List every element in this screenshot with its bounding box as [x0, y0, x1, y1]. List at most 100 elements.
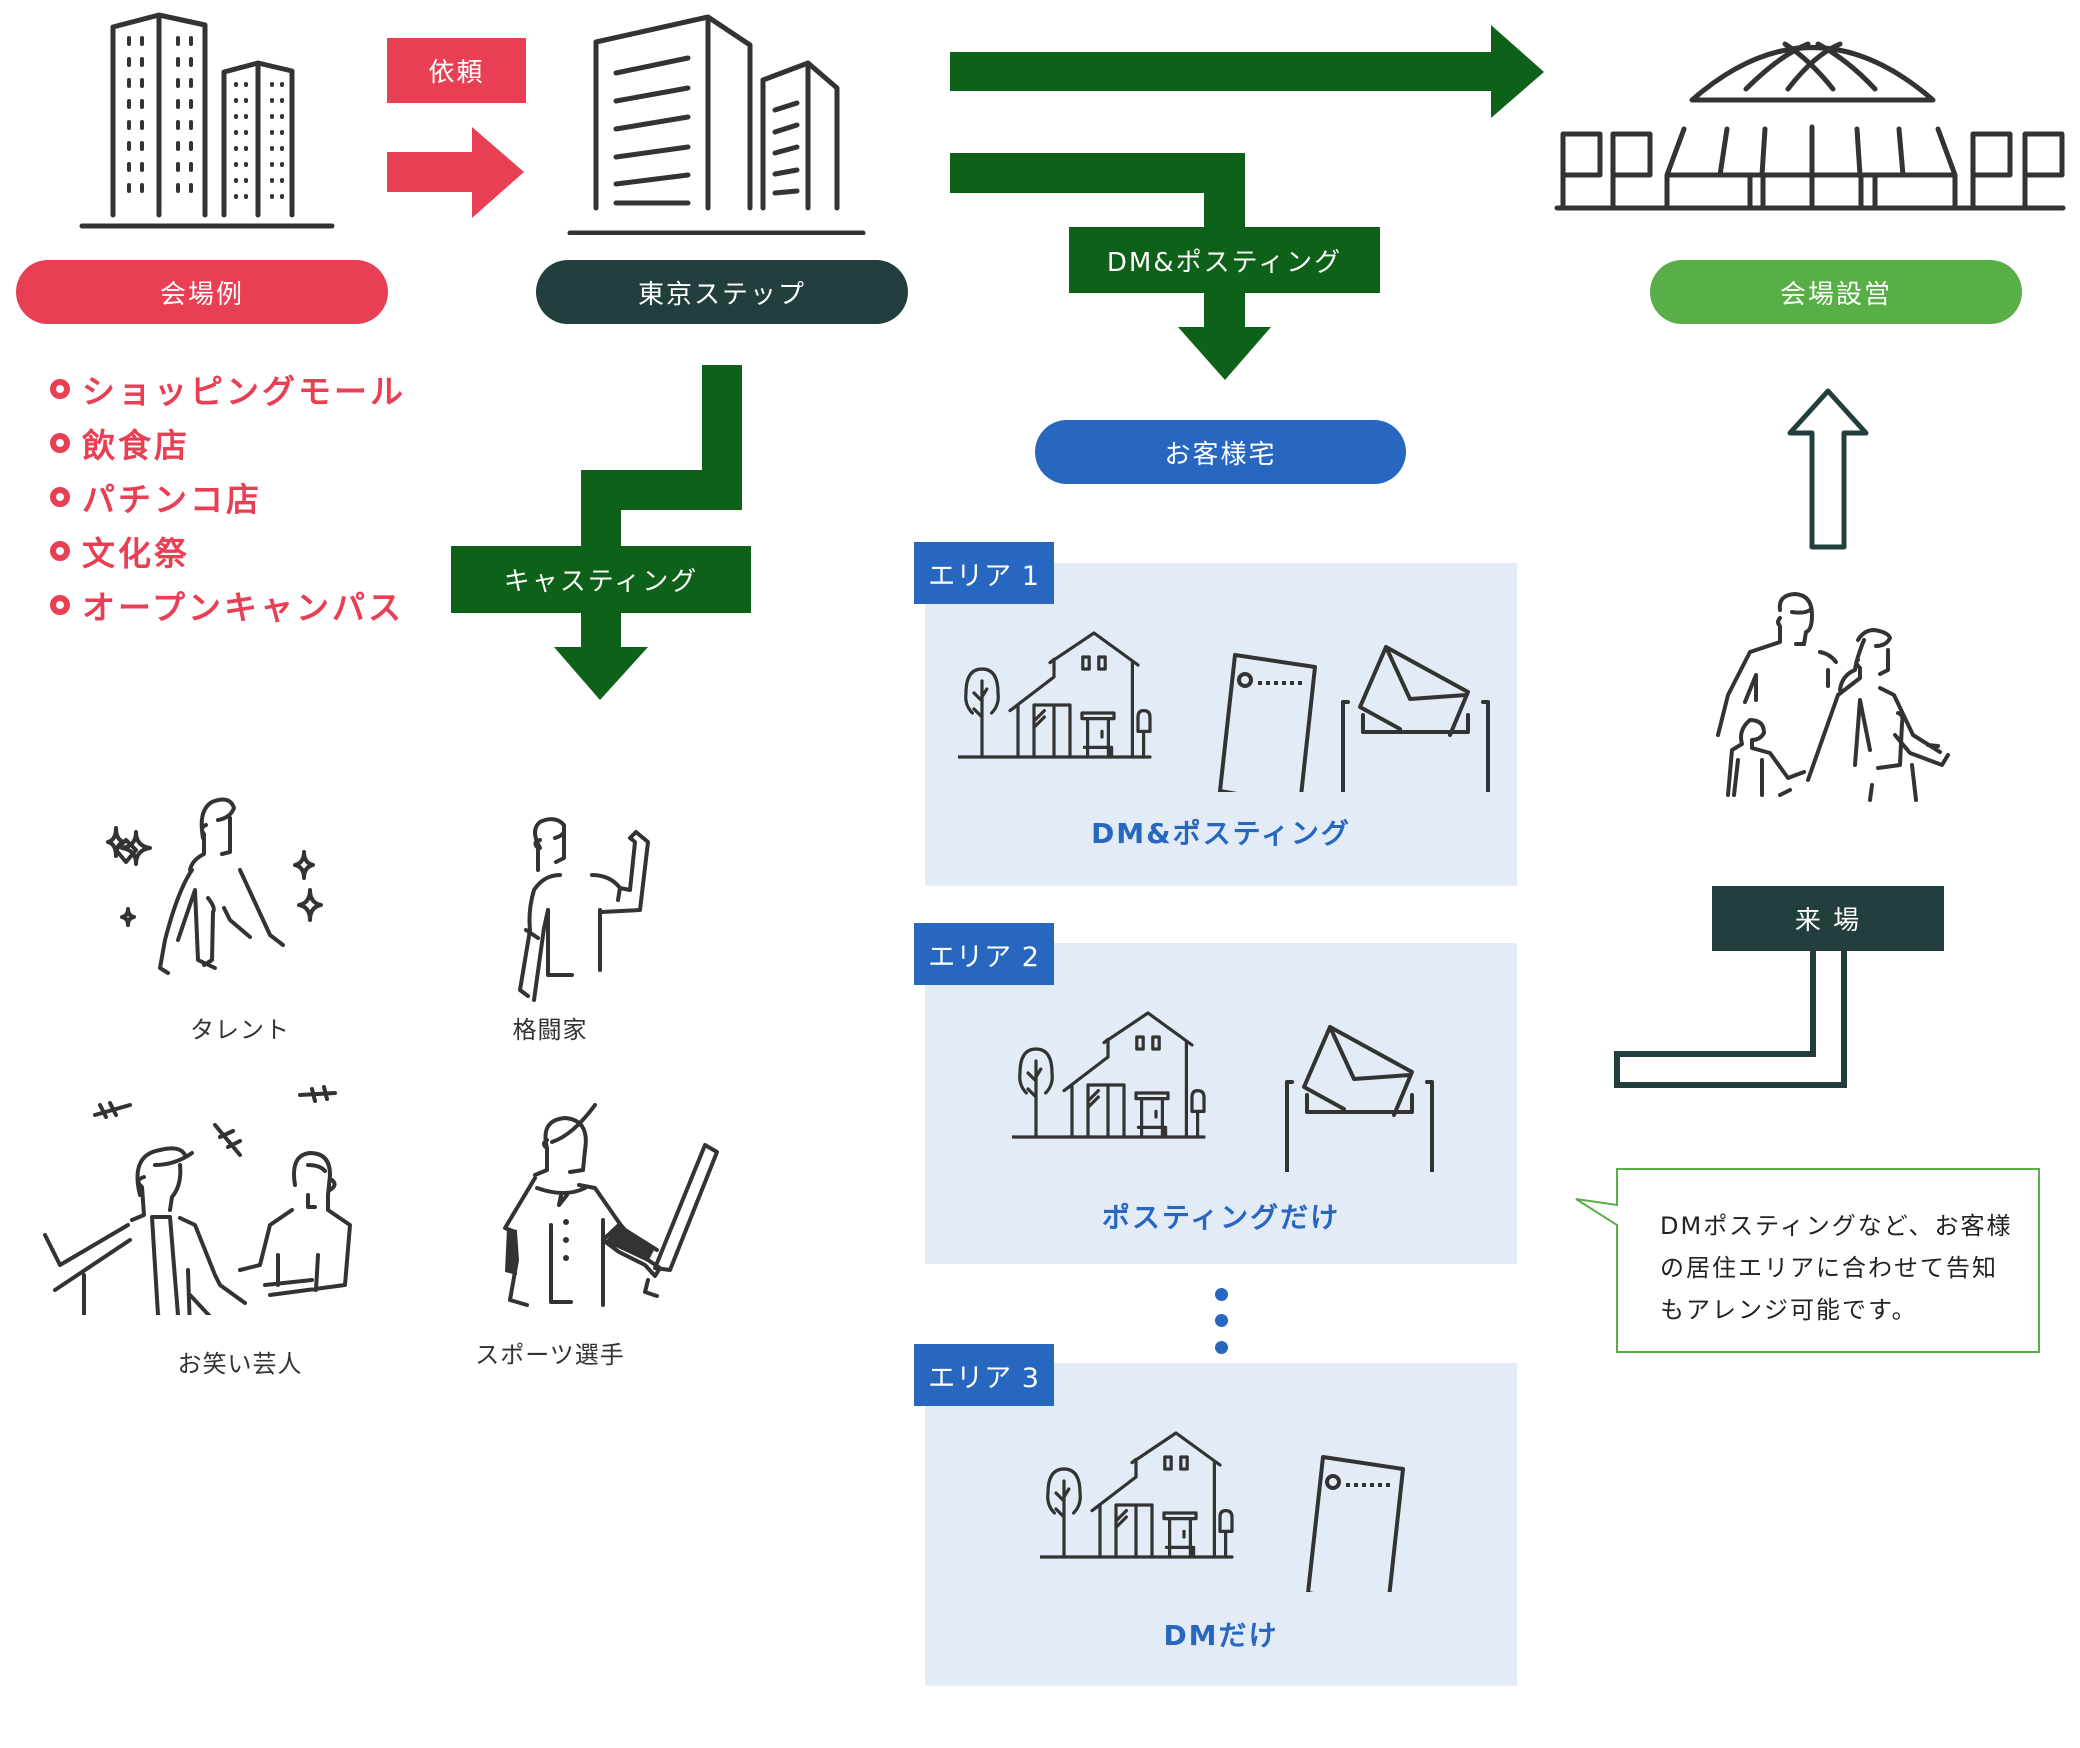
list-item: ショッピングモール — [50, 362, 406, 416]
talent-icon — [106, 797, 323, 975]
tokyo-step-pill: 東京ステップ — [536, 260, 908, 324]
window-mark — [244, 178, 248, 183]
cast-label-fighter: 格闘家 — [512, 1016, 588, 1044]
window-mark — [189, 120, 193, 130]
area-3-tag: エリア 3 — [914, 1344, 1054, 1406]
window-mark — [270, 130, 274, 135]
window-mark — [176, 78, 180, 88]
bullet-icon — [50, 433, 70, 453]
bullet-icon — [50, 487, 70, 507]
window-mark — [234, 82, 238, 87]
venue-examples-list: ショッピングモール 飲食店 パチンコ店 文化祭 オープンキャンパス — [50, 362, 406, 632]
venue-examples-pill: 会場例 — [16, 260, 388, 324]
window-mark — [127, 141, 131, 151]
window-mark — [270, 98, 274, 103]
athlete-icon — [503, 1103, 719, 1307]
office-buildings-icon: /* windows drawn below */ — [79, 12, 335, 229]
window-mark — [270, 178, 274, 183]
window-mark — [280, 162, 284, 167]
window-mark — [176, 183, 180, 193]
house-icon — [1012, 1011, 1206, 1139]
house-icon — [1040, 1431, 1234, 1559]
flyer-icon — [1306, 1455, 1405, 1592]
bullet-icon — [50, 541, 70, 561]
window-mark — [234, 146, 238, 151]
area-3-illustration — [1040, 1431, 1405, 1592]
area-1-illustration — [958, 631, 1490, 792]
mailbox-icon — [1341, 645, 1490, 792]
request-arrow — [387, 127, 524, 218]
window-mark — [140, 99, 144, 109]
window-mark — [189, 36, 193, 46]
venue-setup-arrow — [950, 25, 1544, 118]
window-mark — [270, 162, 274, 167]
window-mark — [270, 114, 274, 119]
ellipsis-dot — [1215, 1314, 1228, 1327]
window-mark — [127, 162, 131, 172]
window-mark — [189, 141, 193, 151]
window-mark — [140, 162, 144, 172]
window-mark — [244, 98, 248, 103]
window-mark — [127, 183, 131, 193]
window-mark — [189, 57, 193, 67]
window-mark — [176, 162, 180, 172]
window-mark — [189, 183, 193, 193]
window-mark — [176, 141, 180, 151]
window-mark — [127, 57, 131, 67]
window-mark — [189, 162, 193, 172]
area-1-tag: エリア 1 — [914, 542, 1054, 604]
window-mark — [244, 114, 248, 119]
mailbox-icon — [1285, 1025, 1434, 1172]
window-mark — [234, 114, 238, 119]
dm-posting-label: DM&ポスティング — [1069, 227, 1380, 293]
family-visitors-icon — [1716, 592, 1950, 802]
window-mark — [234, 178, 238, 183]
request-label: 依頼 — [387, 38, 526, 103]
window-mark — [244, 82, 248, 87]
window-mark — [244, 130, 248, 135]
visit-pipe — [1614, 951, 1847, 1088]
ellipsis-dot — [1215, 1341, 1228, 1354]
window-mark — [176, 36, 180, 46]
window-mark — [140, 78, 144, 88]
note-text: DMポスティングなど、お客様 の居住エリアに合わせて告知 もアレンジ可能です。 — [1660, 1212, 2013, 1324]
cast-label-talent: タレント — [190, 1016, 290, 1044]
window-mark — [280, 82, 284, 87]
comedian-icon — [43, 1085, 352, 1315]
casting-label: キャスティング — [451, 546, 751, 613]
area-1-card — [925, 563, 1517, 886]
window-mark — [280, 178, 284, 183]
note-bubble — [1575, 1168, 2040, 1353]
tokyo-step-building-icon — [567, 14, 866, 235]
list-item: 文化祭 — [50, 524, 406, 578]
customer-home-pill: お客様宅 — [1035, 420, 1406, 484]
window-mark — [234, 98, 238, 103]
area-2-card — [925, 943, 1517, 1264]
window-mark — [140, 183, 144, 193]
cast-label-athlete: スポーツ選手 — [475, 1341, 625, 1369]
area-2-label: ポスティングだけ — [1101, 1201, 1341, 1234]
window-mark — [189, 99, 193, 109]
window-mark — [176, 99, 180, 109]
window-mark — [270, 194, 274, 199]
area-2-tag: エリア 2 — [914, 923, 1054, 985]
window-mark — [140, 120, 144, 130]
window-mark — [140, 141, 144, 151]
fighter-icon — [518, 817, 650, 1002]
window-mark — [127, 120, 131, 130]
window-mark — [244, 194, 248, 199]
area-1-label: DM&ポスティング — [1091, 817, 1351, 850]
window-mark — [244, 162, 248, 167]
flyer-icon — [1218, 653, 1317, 792]
window-mark — [280, 98, 284, 103]
list-item: 飲食店 — [50, 416, 406, 470]
window-mark — [176, 120, 180, 130]
dome-venue-icon — [1554, 41, 2066, 211]
window-mark — [280, 114, 284, 119]
window-mark — [140, 36, 144, 46]
window-mark — [127, 78, 131, 88]
window-mark — [176, 57, 180, 67]
window-mark — [280, 194, 284, 199]
visit-up-arrow — [1787, 388, 1869, 550]
